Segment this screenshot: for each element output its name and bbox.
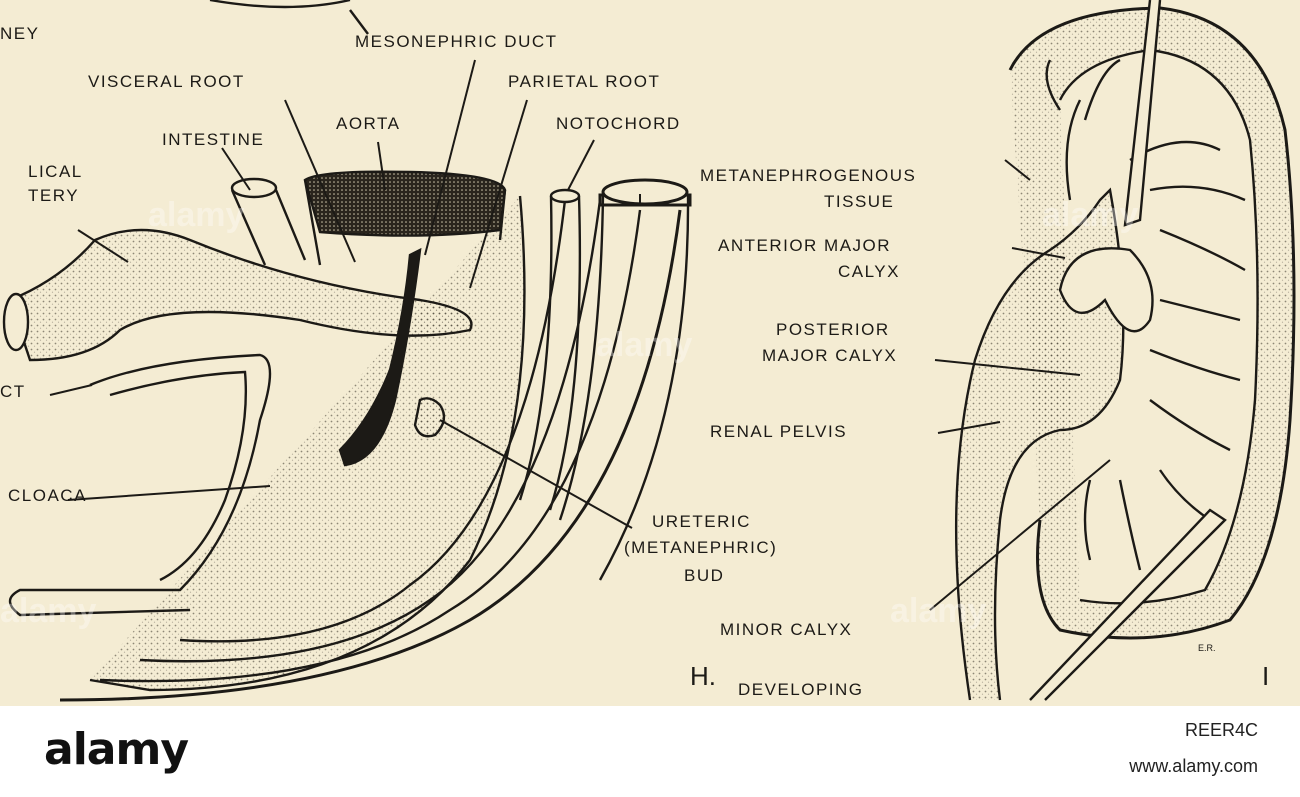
- watermark: alamy: [890, 592, 987, 630]
- artist-initials: E.R.: [1198, 643, 1216, 653]
- label-cloaca: CLOACA: [8, 486, 87, 505]
- label-metanephrogenous: METANEPHROGENOUS: [700, 166, 917, 185]
- diagram-drawing: [2, 0, 1296, 702]
- label-calyx: CALYX: [838, 262, 900, 281]
- embryo-section-drawing: [2, 0, 692, 702]
- footer-bar: alamy REER4C www.alamy.com: [0, 706, 1300, 797]
- panel-label-i: I: [1262, 661, 1270, 691]
- label-artery-fragment: TERY: [28, 186, 80, 205]
- label-developing: DEVELOPING: [738, 680, 864, 699]
- label-ureteric: URETERIC: [652, 512, 751, 531]
- brand-logo[interactable]: alamy: [44, 724, 189, 775]
- label-umbilical-fragment: LICAL: [28, 162, 83, 181]
- label-intestine: INTESTINE: [162, 130, 265, 149]
- label-renal-pelvis: RENAL PELVIS: [710, 422, 848, 441]
- label-anterior-major: ANTERIOR MAJOR: [718, 236, 892, 255]
- diagram-figure: NEY MESONEPHRIC DUCT VISCERAL ROOT PARIE…: [0, 0, 1296, 702]
- watermark: alamy: [596, 326, 693, 364]
- label-notochord: NOTOCHORD: [556, 114, 681, 133]
- kidney-drawing: [929, 0, 1296, 701]
- label-tissue: TISSUE: [824, 192, 895, 211]
- watermark: alamy: [1042, 196, 1139, 234]
- label-parietal-root: PARIETAL ROOT: [508, 72, 661, 91]
- label-metanephric: (METANEPHRIC): [624, 538, 778, 557]
- watermark: alamy: [0, 592, 97, 630]
- label-major-calyx: MAJOR CALYX: [762, 346, 898, 365]
- image-id: REER4C: [1184, 720, 1258, 740]
- label-visceral-root: VISCERAL ROOT: [88, 72, 245, 91]
- label-duct-fragment: CT: [0, 382, 26, 401]
- label-bud: BUD: [684, 566, 725, 585]
- panel-label-h: H.: [690, 661, 716, 691]
- label-ney: NEY: [0, 24, 40, 43]
- label-aorta: AORTA: [336, 114, 401, 133]
- site-url[interactable]: www.alamy.com: [1129, 756, 1258, 776]
- label-posterior: POSTERIOR: [776, 320, 890, 339]
- label-minor-calyx: MINOR CALYX: [720, 620, 853, 639]
- watermark: alamy: [148, 196, 245, 234]
- label-mesonephric-duct: MESONEPHRIC DUCT: [355, 32, 558, 51]
